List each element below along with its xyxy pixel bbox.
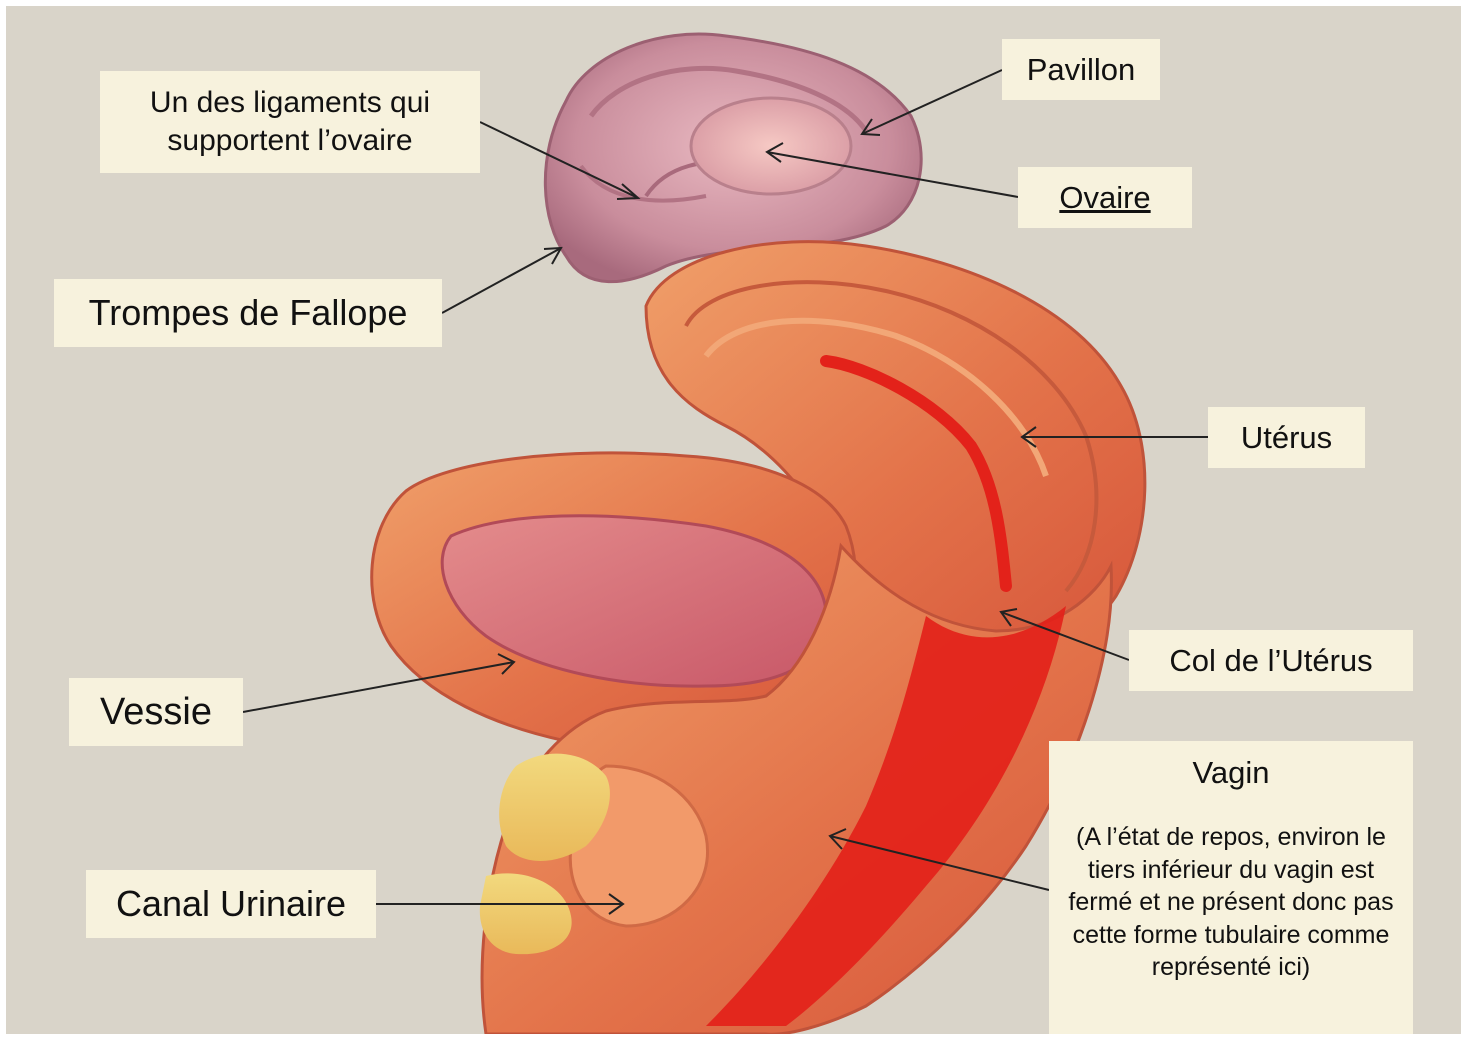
label-ovarian-ligament: Un des ligaments qui supportent l’ovaire (100, 71, 480, 173)
label-vagina-note: (A l’état de repos, environ le tiers inf… (1066, 821, 1396, 984)
label-bladder: Vessie (69, 678, 243, 746)
label-ovaire: Ovaire (1018, 167, 1192, 228)
label-urethra: Canal Urinaire (86, 870, 376, 938)
label-ovarian-ligament-line2: supportent l’ovaire (167, 122, 412, 160)
ovary-shape (691, 98, 851, 194)
label-vagina-title: Vagin (1193, 755, 1270, 791)
label-pavillon: Pavillon (1002, 39, 1160, 100)
label-vagina: Vagin (A l’état de repos, environ le tie… (1049, 741, 1413, 1034)
label-ovarian-ligament-line1: Un des ligaments qui (150, 84, 430, 122)
label-uterus: Utérus (1208, 407, 1365, 468)
label-cervix: Col de l’Utérus (1129, 630, 1413, 691)
arrow-trompes (442, 248, 561, 313)
label-fallopian-tubes: Trompes de Fallope (54, 279, 442, 347)
diagram-canvas: Un des ligaments qui supportent l’ovaire… (6, 6, 1461, 1034)
